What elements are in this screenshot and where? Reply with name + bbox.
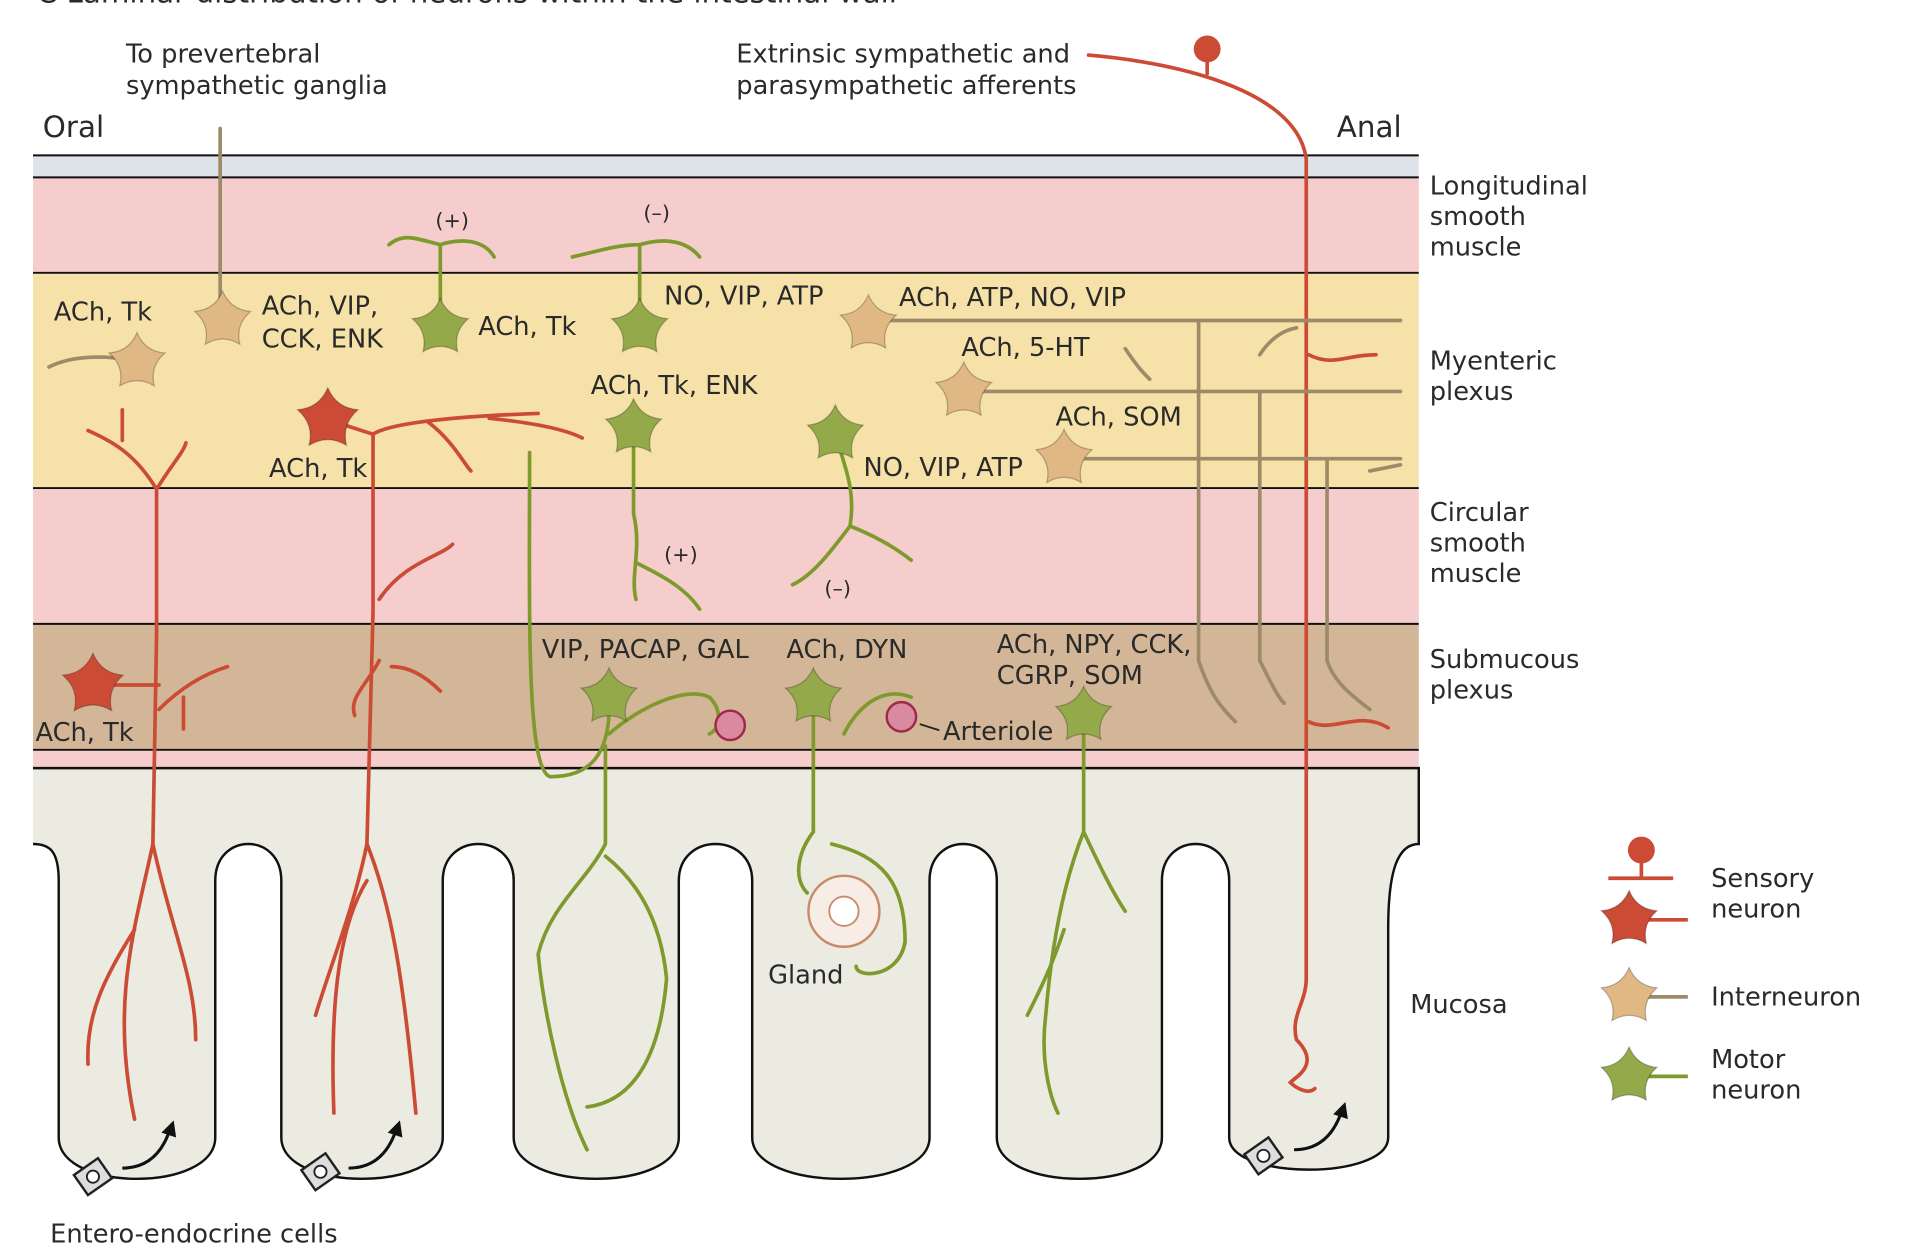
layer-label: plexus (1430, 675, 1514, 705)
layer-label: plexus (1430, 377, 1514, 407)
neuron-label: ACh, VIP, (262, 291, 378, 321)
gland-icon (807, 874, 881, 948)
legend-label-sensory: neuron (1711, 894, 1801, 924)
circular-muscle-layer (33, 488, 1419, 624)
motor-fiber (387, 235, 1128, 1152)
sensory-neuron-cell-body (61, 651, 125, 713)
legend-label-motor: neuron (1711, 1075, 1801, 1105)
excitatory-sign: (+) (664, 542, 698, 566)
label-prevertebral-2: sympathetic ganglia (126, 71, 388, 101)
neuron-label: ACh, SOM (1056, 403, 1182, 433)
neuron-label: CCK, ENK (262, 324, 384, 354)
layer-label: muscle (1430, 233, 1522, 263)
neuron-label: ACh, Tk (54, 298, 152, 328)
layer-labels: Longitudinal smooth muscle Myenteric ple… (1410, 172, 1588, 1020)
arteriole-icon (714, 709, 747, 742)
longitudinal-muscle-layer (33, 177, 1419, 273)
neuron-label: ACh, 5-HT (961, 333, 1090, 363)
layer-label: smooth (1430, 202, 1526, 232)
layer-label: Circular (1430, 498, 1529, 528)
neuron-label: CGRP, SOM (997, 661, 1143, 691)
neuron-label: ACh, Tk (269, 454, 367, 484)
entero-endocrine-label: Entero-endocrine cells (50, 1220, 337, 1244)
motor-neuron-cell-body (1054, 684, 1114, 741)
legend-label-sensory: Sensory (1711, 864, 1814, 894)
layer-label: muscle (1430, 559, 1522, 589)
neuron-label: ACh, ATP, NO, VIP (899, 283, 1126, 313)
label-anal: Anal (1337, 110, 1402, 144)
sensory-neuron-cell-body (296, 386, 360, 447)
layer-label: Myenteric (1430, 346, 1557, 376)
entero-endocrine-cell-icon (299, 1120, 403, 1192)
neuron-label: ACh, DYN (786, 635, 907, 665)
label-extrinsic-2: parasympathetic afferents (736, 71, 1076, 101)
neuron-label: ACh, NPY, CCK, (997, 630, 1192, 660)
arteriole-icon (885, 700, 918, 733)
label-oral: Oral (43, 110, 104, 144)
entero-endocrine-cell-icon (1242, 1102, 1348, 1177)
entero-endocrine-cells (72, 1102, 1348, 1197)
interneuron-cell-body (838, 293, 898, 350)
inhibitory-sign: (–) (824, 577, 851, 601)
figure-title: C Laminar distribution of neurons within… (37, 0, 897, 10)
motor-neuron-cell-body (410, 296, 470, 353)
layer-label: Longitudinal (1430, 172, 1588, 202)
neuron-cell-bodies (61, 35, 1221, 741)
sensory-fiber (313, 411, 585, 1115)
interneuron-cell-body (107, 331, 167, 388)
neuron-label: NO, VIP, ATP (863, 453, 1022, 483)
sensory-fiber (86, 407, 198, 1122)
nerve-fibers (47, 47, 1403, 1152)
legend-sensory-neuron-icon (1599, 888, 1659, 945)
transmitter-labels: ACh, Tk ACh, VIP, CCK, ENK ACh, Tk NO, V… (35, 201, 1191, 1244)
excitatory-sign: (+) (435, 209, 469, 233)
layer-label: smooth (1430, 529, 1526, 559)
motor-neuron-cell-body (579, 666, 639, 723)
motor-neuron-cell-body (805, 403, 865, 460)
motor-neuron-cell-body (783, 666, 843, 723)
label-prevertebral-1: To prevertebral (125, 39, 320, 69)
legend-sensory-terminal-icon (1627, 836, 1655, 864)
gland-label: Gland (768, 960, 843, 990)
layer-label: Submucous (1430, 645, 1580, 675)
interneuron-cell-body (934, 360, 994, 417)
neuron-label: NO, VIP, ATP (664, 282, 823, 312)
mucosa-layer (33, 766, 1420, 1180)
neuron-label: ACh, Tk (35, 718, 133, 748)
serosa-layer (33, 155, 1419, 178)
neuron-label: ACh, Tk, ENK (591, 371, 759, 401)
sensory-terminal-icon (1193, 35, 1221, 63)
sensory-fiber (108, 664, 230, 731)
legend: Sensory neuron Interneuron Motor neuron (1599, 836, 1861, 1105)
inhibitory-sign: (–) (643, 201, 670, 225)
muscularis-mucosae-layer (33, 749, 1419, 769)
legend-motor-neuron-icon (1599, 1045, 1659, 1102)
interneuron-fiber (47, 126, 1403, 724)
entero-endocrine-cell-icon (72, 1120, 177, 1197)
layer-label: Mucosa (1410, 990, 1507, 1020)
neuron-label: ACh, Tk (478, 312, 576, 342)
motor-neuron-cell-body (610, 296, 670, 353)
myenteric-plexus-layer (33, 272, 1419, 489)
motor-neuron-cell-body (604, 397, 663, 454)
arteriole-label: Arteriole (943, 717, 1053, 747)
neuron-label: VIP, PACAP, GAL (542, 635, 750, 665)
legend-label-motor: Motor (1711, 1045, 1786, 1075)
interneuron-cell-body (193, 289, 253, 346)
legend-label-interneuron: Interneuron (1711, 982, 1861, 1012)
label-extrinsic-1: Extrinsic sympathetic and (736, 39, 1070, 69)
legend-interneuron-icon (1599, 965, 1659, 1022)
interneuron-cell-body (1034, 427, 1094, 484)
